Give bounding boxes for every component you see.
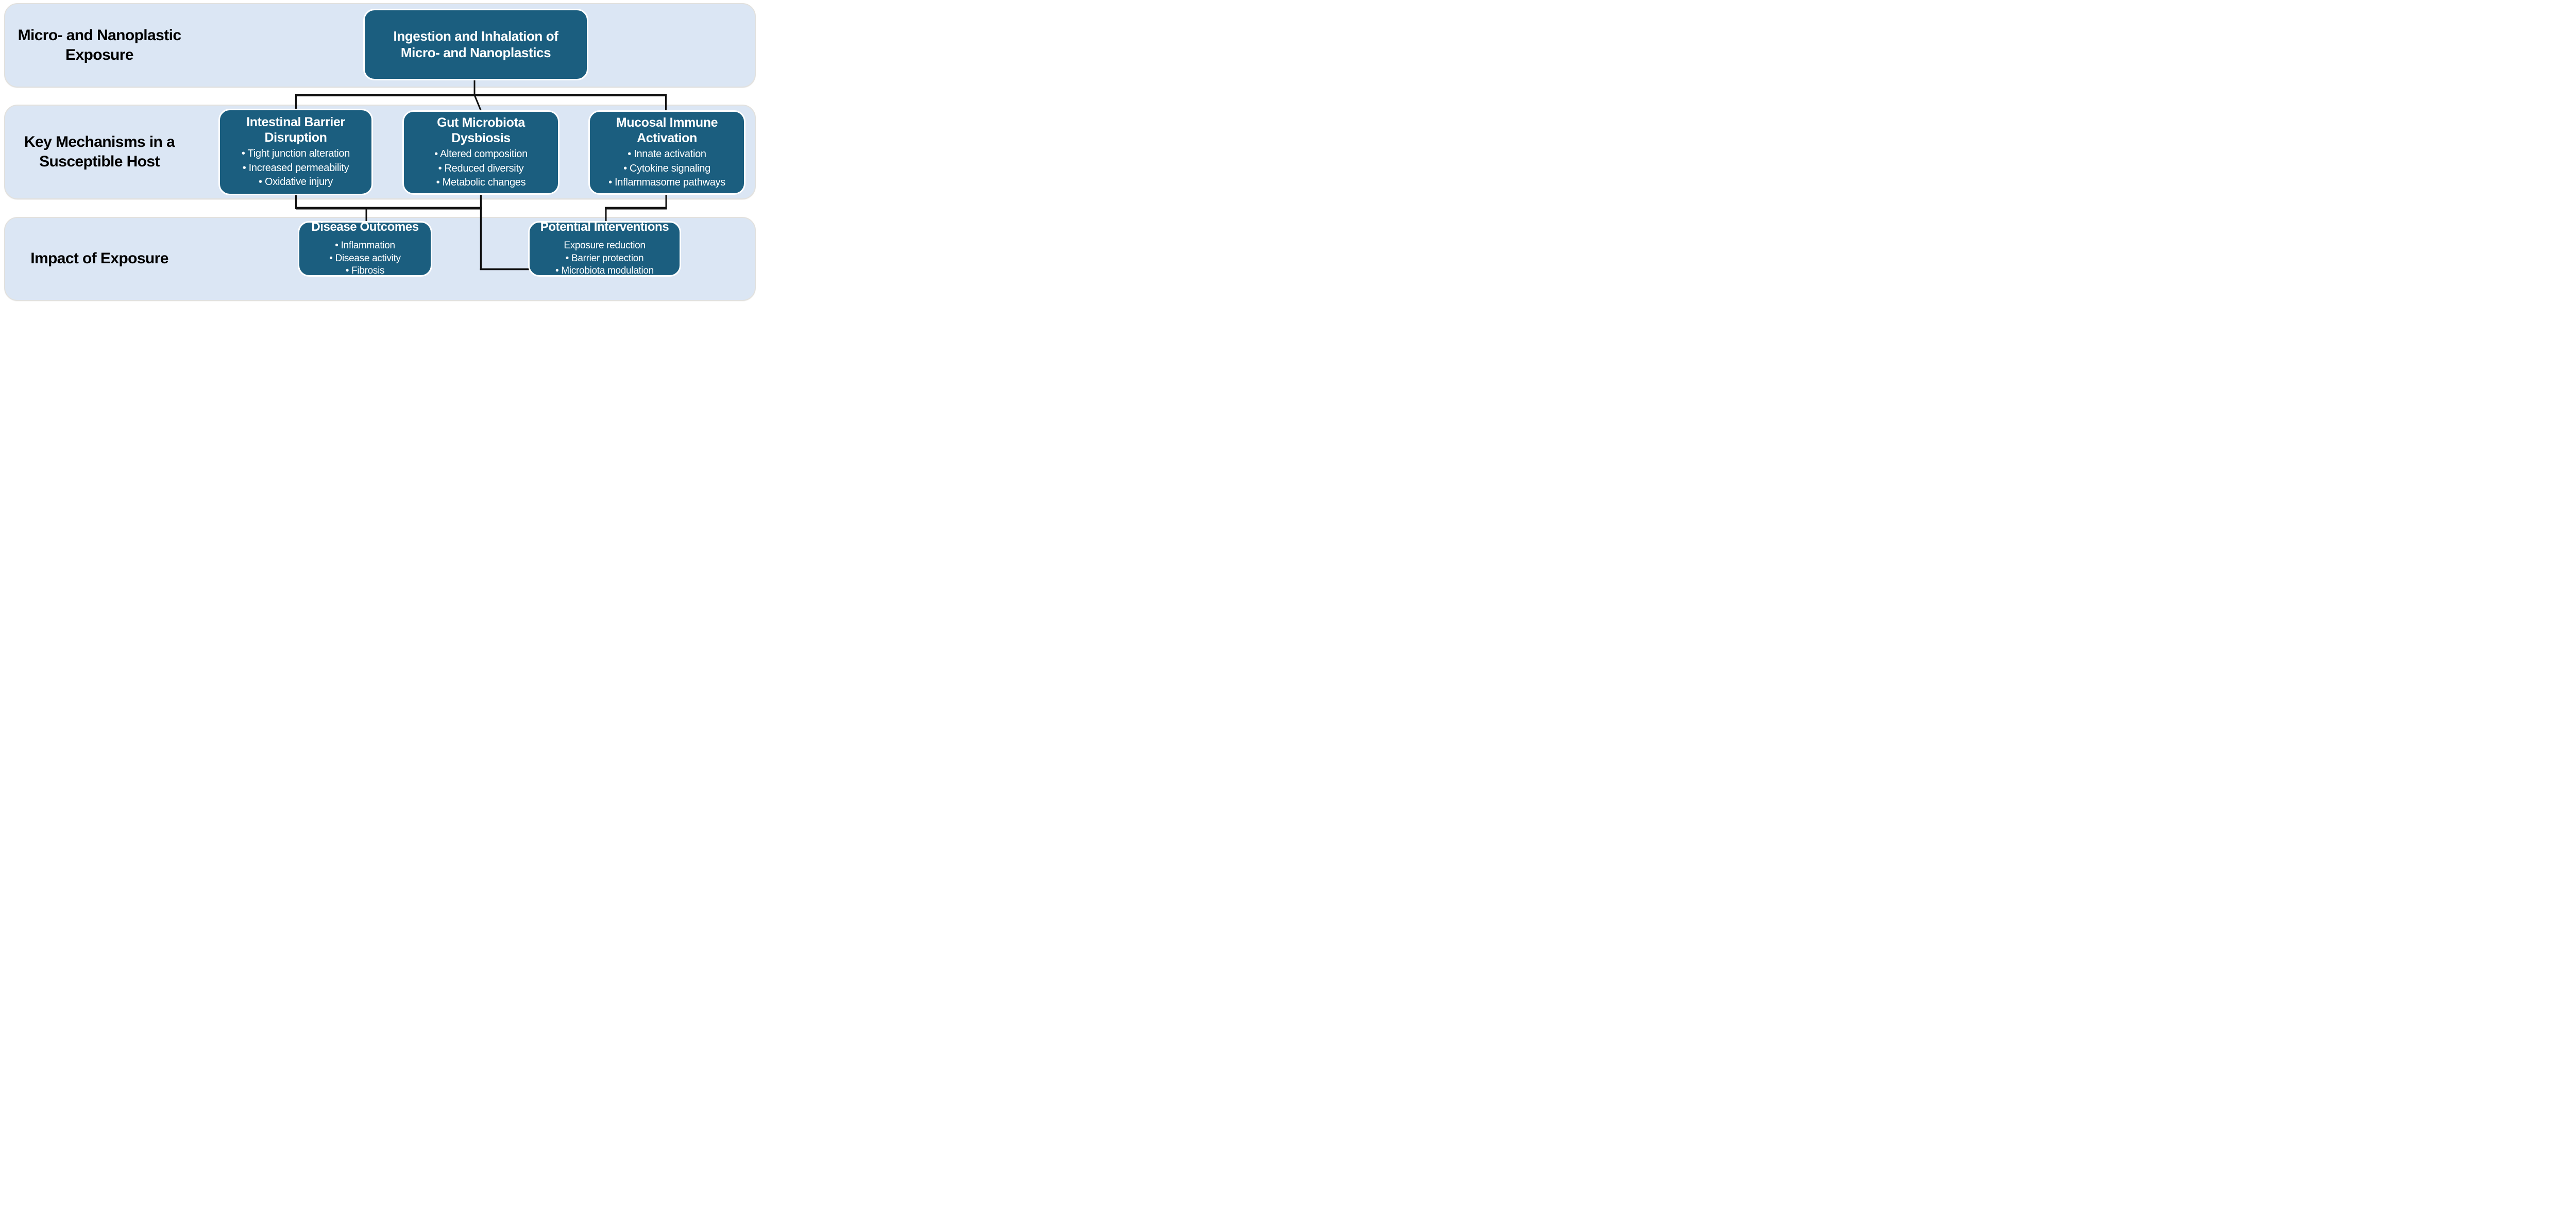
- node-dysbiosis-item: • Metabolic changes: [436, 177, 526, 189]
- node-outcomes-item: • Disease activity: [329, 252, 401, 264]
- diagram-canvas: Micro- and Nanoplastic Exposure Key Mech…: [0, 0, 761, 304]
- node-interventions-item: • Microbiota modulation: [555, 265, 654, 277]
- node-ingestion-title: Ingestion and Inhalation of Micro- and N…: [393, 28, 558, 60]
- node-outcomes: Disease Outcomes • Inflammation • Diseas…: [298, 220, 432, 278]
- node-immune: Mucosal Immune Activation • Innate activ…: [588, 110, 745, 195]
- node-immune-title: Mucosal Immune Activation: [616, 115, 718, 146]
- node-dysbiosis-item: • Altered composition: [434, 148, 528, 160]
- node-outcomes-title: Disease Outcomes: [311, 220, 419, 234]
- node-dysbiosis-item: • Reduced diversity: [438, 162, 524, 174]
- node-immune-item: • Cytokine signaling: [623, 162, 710, 174]
- node-interventions-title: Potential Interventions: [540, 220, 669, 234]
- node-barrier: Intestinal Barrier Disruption • Tight ju…: [218, 109, 373, 195]
- node-barrier-item: • Oxidative injury: [259, 176, 333, 188]
- node-outcomes-items: • Inflammation • Disease activity • Fibr…: [329, 240, 401, 278]
- band-mechanisms-label: Key Mechanisms in a Susceptible Host: [24, 133, 175, 170]
- node-barrier-items: • Tight junction alteration • Increased …: [242, 147, 350, 190]
- node-outcomes-item: • Inflammation: [335, 240, 395, 251]
- node-immune-items: • Innate activation • Cytokine signaling…: [608, 147, 725, 190]
- node-outcomes-item: • Fibrosis: [345, 265, 385, 277]
- node-immune-item: • Inflammasome pathways: [608, 177, 725, 189]
- node-immune-item: • Innate activation: [628, 148, 706, 160]
- node-interventions: Potential Interventions Exposure reducti…: [528, 220, 681, 278]
- node-dysbiosis-items: • Altered composition • Reduced diversit…: [434, 147, 528, 190]
- node-dysbiosis-title: Gut Microbiota Dysbiosis: [437, 115, 525, 146]
- node-interventions-item: • Barrier protection: [565, 252, 644, 264]
- node-dysbiosis: Gut Microbiota Dysbiosis • Altered compo…: [402, 110, 560, 195]
- node-interventions-items: Exposure reduction • Barrier protection …: [555, 240, 654, 278]
- node-interventions-item: Exposure reduction: [564, 240, 646, 251]
- node-barrier-title: Intestinal Barrier Disruption: [246, 115, 345, 145]
- band-impact-label: Impact of Exposure: [30, 250, 168, 267]
- node-barrier-item: • Increased permeability: [242, 162, 349, 174]
- band-exposure-label: Micro- and Nanoplastic Exposure: [18, 26, 181, 63]
- node-barrier-item: • Tight junction alteration: [241, 148, 350, 160]
- node-ingestion: Ingestion and Inhalation of Micro- and N…: [363, 9, 588, 80]
